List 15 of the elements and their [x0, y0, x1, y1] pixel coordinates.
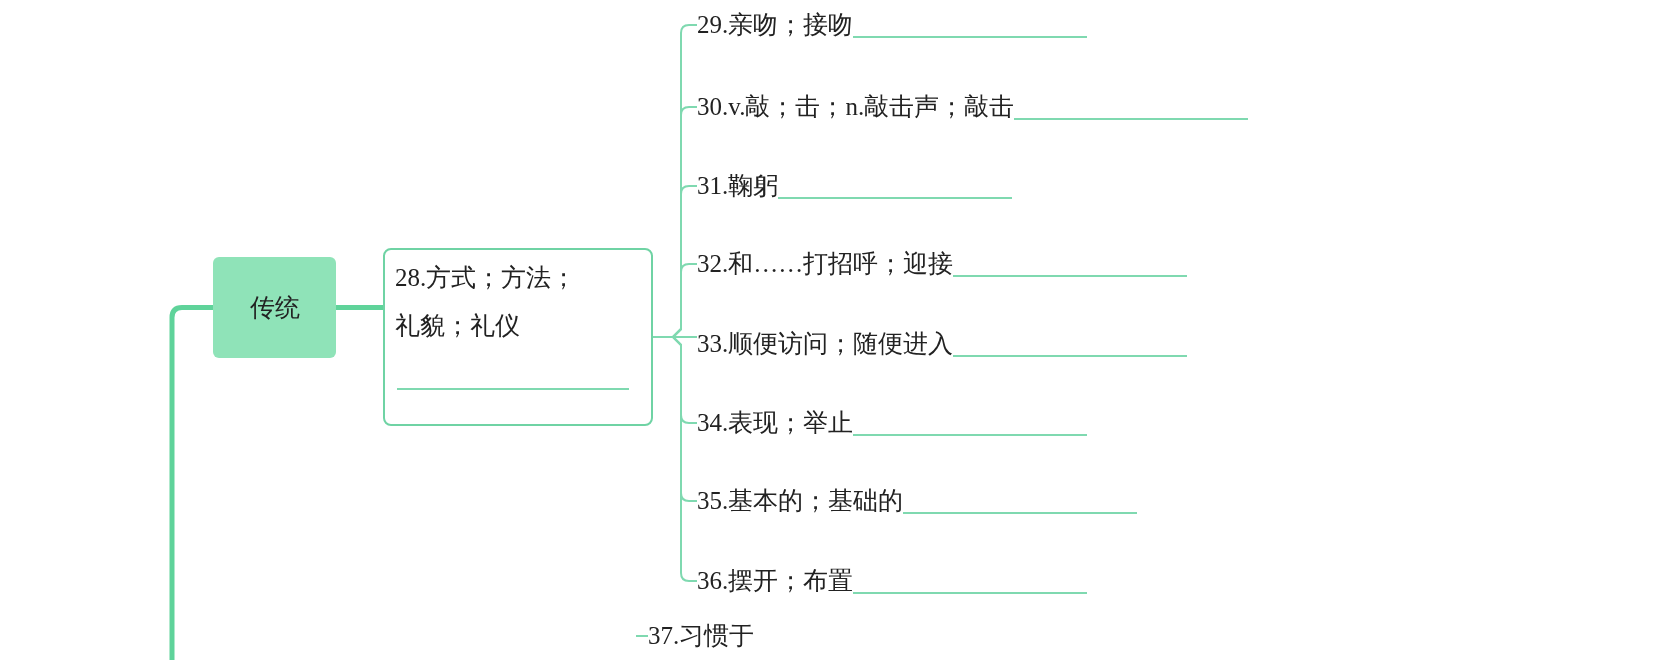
- vocab-item-text: 29.亲吻；接吻: [697, 10, 854, 40]
- topic-box: 传统: [213, 257, 336, 358]
- vocab-item-text: 36.摆开；布置: [697, 566, 854, 596]
- connector-line: [336, 305, 383, 310]
- vocab-item-text: 37.习惯于: [648, 614, 755, 658]
- vocab-item-text: 31.鞠躬: [697, 171, 779, 201]
- vocab-item-text: 35.基本的；基础的: [697, 486, 904, 516]
- vocab-item-text: 32.和……打招呼；迎接: [697, 249, 954, 279]
- answer-card: [383, 248, 653, 426]
- vocab-item-text: 34.表现；举止: [697, 408, 854, 438]
- connector-line: [635, 635, 649, 637]
- vocab-item-text: 33.顺便访问；随便进入: [697, 329, 954, 359]
- vocab-item-text: 28.方式；方法；礼貌；礼仪: [395, 263, 578, 341]
- vocab-item-text: 30.v.敲；击；n.敲击声；敲击: [697, 92, 1015, 122]
- connector-line: [169, 305, 213, 660]
